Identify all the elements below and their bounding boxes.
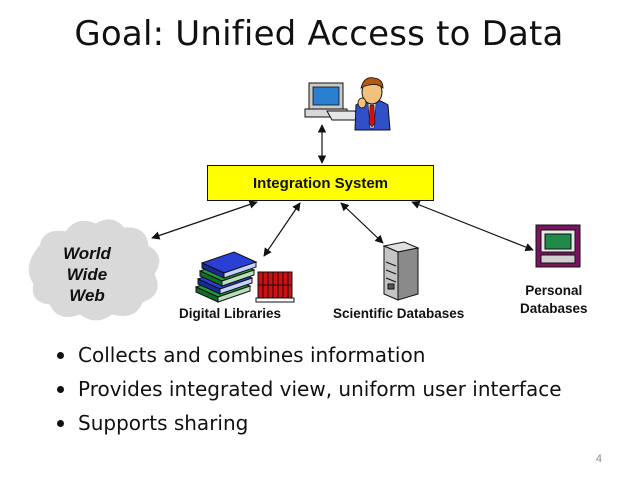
integration-system-box: Integration System [207,165,434,201]
bullet-text: Collects and combines information [78,343,426,367]
bullet-item: Provides integrated view, uniform user i… [57,376,562,410]
arrow-integration-personal-db [411,200,534,252]
personal-databases-line-2: Databases [520,301,588,316]
slide-title: Goal: Unified Access to Data [74,14,564,54]
personal-databases-line-1: Personal [525,283,583,298]
connector-arrows [151,124,534,257]
bullet-text: Supports sharing [78,411,249,435]
personal-computer-icon [535,224,581,268]
scientific-databases-label: Scientific Databases [333,306,465,321]
arrow-integration-www [151,200,258,240]
www-label-line-3: Web [69,286,105,305]
cloud-icon [28,219,160,321]
bullet-text: Provides integrated view, uniform user i… [78,377,562,401]
www-label: World Wide Web [52,243,122,306]
bullet-dot [57,420,64,427]
www-label-line-2: Wide [66,265,108,284]
arrow-integration-digital-libraries [263,202,301,257]
books-icon [194,251,258,303]
user-at-computer-icon [304,77,391,131]
bullet-item: Supports sharing [57,410,562,444]
page-number: 4 [595,453,602,465]
integration-system-label: Integration System [252,174,389,192]
www-label-line-1: World [63,244,111,263]
arrow-integration-scientific-db [340,202,384,244]
bookshelf-icon [255,271,295,303]
bullet-item: Collects and combines information [57,342,562,376]
bullet-list: Collects and combines information Provid… [57,342,562,444]
server-icon [382,241,420,301]
bullet-dot [57,386,64,393]
personal-databases-label: Personal Databases [520,282,588,318]
bullet-dot [57,352,64,359]
digital-libraries-label: Digital Libraries [179,306,282,321]
